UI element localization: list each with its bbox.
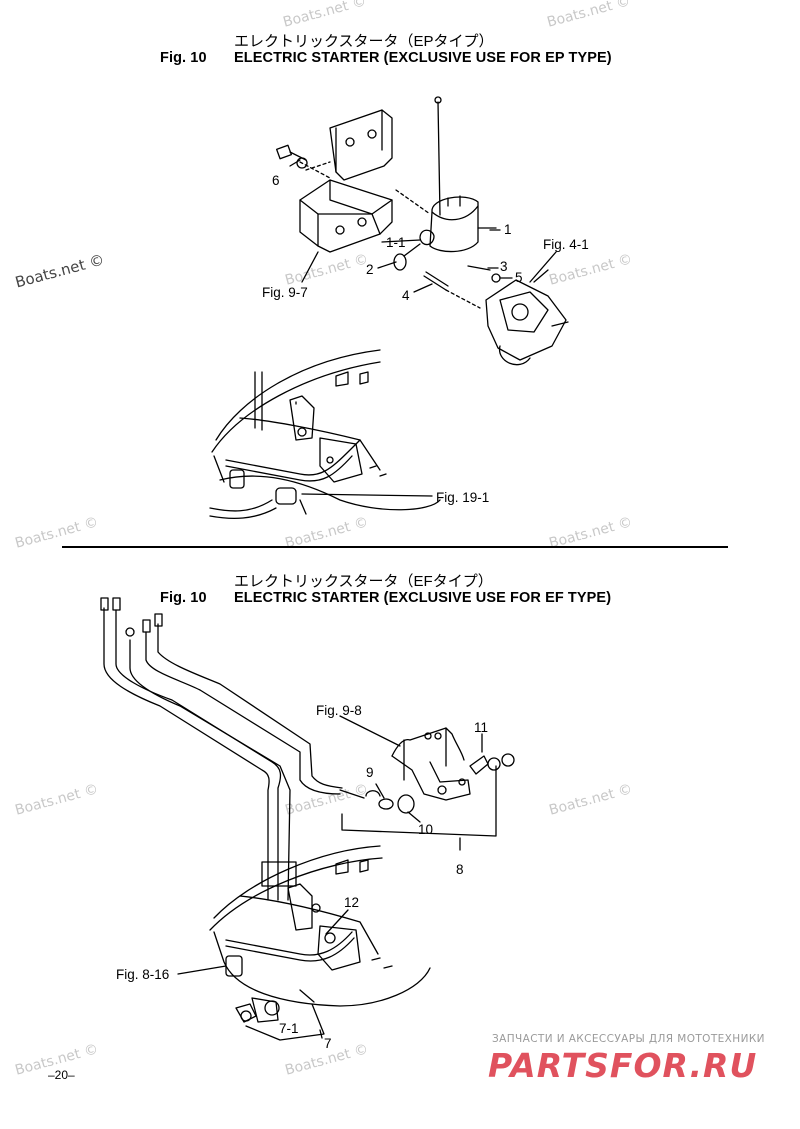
leader-fig-9-7 — [301, 251, 319, 283]
bolt-6 — [276, 144, 331, 179]
ref-fig-4-1: Fig. 4-1 — [543, 237, 589, 252]
leader-fig-8-16 — [177, 965, 227, 975]
group-bracket-7 — [245, 1003, 325, 1041]
callout-12: 12 — [344, 895, 360, 910]
callout-3: 3 — [500, 259, 508, 274]
terminal-set-11 — [469, 753, 515, 775]
washer-5 — [491, 273, 501, 283]
bottom-jp-title: エレクトリックスタータ（EFタイプ） — [234, 573, 493, 590]
ref-fig-19-1: Fig. 19-1 — [436, 490, 490, 505]
bottom-fig-number: Fig. 10 — [160, 590, 207, 606]
cable-bundle — [100, 597, 365, 901]
leader-2 — [377, 261, 397, 269]
leader-7 — [319, 1029, 323, 1039]
ref-fig-8-16: Fig. 8-16 — [116, 967, 170, 982]
page-number: –20– — [48, 1068, 75, 1082]
leader-10 — [407, 811, 421, 823]
top-title: ELECTRIC STARTER (EXCLUSIVE USE FOR EP T… — [234, 50, 612, 66]
callout-4: 4 — [402, 288, 410, 303]
bracket-9-8 — [365, 727, 471, 801]
group-bracket-8 — [341, 765, 497, 837]
nut-9 — [378, 798, 394, 810]
brand-tagline: ЗАПЧАСТИ И АКСЕССУАРЫ ДЛЯ МОТОТЕХНИКИ — [492, 1033, 765, 1045]
leader-9 — [375, 783, 385, 799]
callout-1: 1 — [504, 222, 512, 237]
callout-9: 9 — [366, 765, 374, 780]
callout-10: 10 — [418, 822, 434, 837]
bottom-title: ELECTRIC STARTER (EXCLUSIVE USE FOR EF T… — [234, 590, 612, 606]
washer-10 — [397, 794, 415, 814]
screw-3 — [467, 265, 491, 271]
ref-fig-9-7: Fig. 9-7 — [262, 285, 308, 300]
callout-6: 6 — [272, 173, 280, 188]
callout-5: 5 — [515, 270, 523, 285]
top-jp-title: エレクトリックスタータ（EPタイプ） — [234, 33, 494, 50]
leader-6 — [289, 159, 301, 167]
callout-1-1: 1-1 — [386, 235, 406, 250]
brand-logo: PARTSFOR.RU — [488, 1046, 758, 1085]
callout-7-1: 7-1 — [279, 1021, 299, 1036]
starter-solenoid — [395, 96, 497, 253]
plunger-4 — [423, 271, 481, 309]
leader-fig-4-1 — [529, 251, 557, 283]
leader-12 — [325, 909, 349, 935]
ref-fig-9-8: Fig. 9-8 — [316, 703, 362, 718]
callout-2: 2 — [366, 262, 374, 277]
top-fig-number: Fig. 10 — [160, 50, 207, 66]
mounting-bracket — [299, 109, 393, 253]
callout-11: 11 — [474, 720, 489, 735]
callout-8: 8 — [456, 862, 464, 877]
section-divider — [62, 546, 728, 548]
leader-4 — [413, 283, 433, 293]
carburetor — [485, 269, 569, 366]
engine-cowling-top — [209, 349, 441, 520]
leader-1-1 — [381, 239, 421, 243]
engine-cowling-bottom — [209, 845, 431, 1023]
leader-fig-9-8 — [339, 715, 401, 747]
callout-7: 7 — [324, 1036, 332, 1051]
